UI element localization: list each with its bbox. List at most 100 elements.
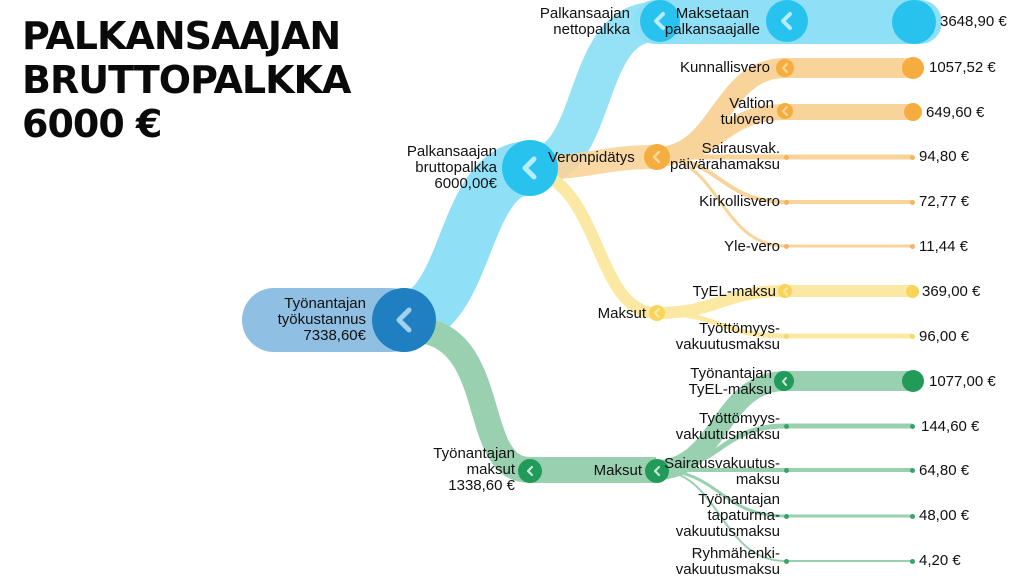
- tax-label-1-line2: tulovero: [720, 111, 774, 128]
- flow-tyottomyys: [655, 310, 912, 339]
- root-label: Työnantajan työkustannus 7338,60€: [278, 296, 366, 344]
- employer-payment-value-2: 64,80 €: [919, 462, 970, 479]
- employer-payment-label-4-line2: vakuutusmaksu: [675, 561, 780, 578]
- employer-payment-label-0-line1: Työnantajan: [690, 365, 772, 382]
- net-collapse-button[interactable]: [640, 0, 680, 42]
- employer-payment-value-0: 1077,00 €: [929, 373, 996, 390]
- root-collapse-button[interactable]: [372, 288, 436, 352]
- employer-fees-label: Maksut: [593, 462, 642, 479]
- tax-1-endcap: [904, 103, 922, 121]
- paid-label-line1: Maksetaan: [675, 5, 750, 22]
- employee-payment-1-start-dot: [784, 334, 789, 339]
- employer-payment-3-start-dot: [784, 514, 789, 519]
- employer-fees-collapse-button[interactable]: [645, 459, 669, 483]
- tax-value-4: 11,44 €: [919, 238, 968, 255]
- flow-employer-ryhmahenki: [655, 469, 912, 562]
- flow-employer-tyottomyys: [655, 423, 912, 473]
- tax-1-collapse-button[interactable]: [777, 103, 793, 119]
- employer-payment-label-0-line2: TyEL-maksu: [688, 381, 772, 398]
- gross-label-value: 6000,00€: [434, 175, 497, 192]
- tax-3-end-dot: [910, 200, 915, 205]
- tax-0-collapse-button[interactable]: [776, 59, 794, 77]
- employer-payment-0-collapse-button[interactable]: [774, 371, 794, 391]
- employer-payment-label-3-line3: vakuutusmaksu: [675, 523, 780, 540]
- tax-label-3: Kirkollisvero: [699, 194, 780, 210]
- employer-costs-label-line2: maksut: [466, 461, 515, 478]
- employer-payment-label-1-line2: vakuutusmaksu: [675, 426, 780, 443]
- employee-fees-label: Maksut: [597, 305, 646, 322]
- tax-3-start-dot: [784, 200, 789, 205]
- tax-label-3-line1: Kirkollisvero: [699, 193, 780, 210]
- employee-payment-0-collapse-button[interactable]: [778, 284, 792, 298]
- paid-collapse-button[interactable]: [766, 0, 808, 42]
- root-label-line2: työkustannus: [277, 311, 366, 328]
- net-label-line1: Palkansaajan: [539, 5, 630, 22]
- employer-payment-value-3: 48,00 €: [919, 507, 970, 524]
- tax-label-2-line2: päivärahamaksu: [669, 156, 780, 173]
- gross-collapse-button[interactable]: [502, 140, 558, 196]
- paid-label-line2: palkansaajalle: [664, 21, 760, 38]
- chevron-left-icon: [781, 376, 787, 386]
- employer-costs-collapse-button[interactable]: [518, 459, 542, 483]
- root-label-line1: Työnantajan: [284, 295, 366, 312]
- gross-label-line1: Palkansaajan: [406, 143, 497, 160]
- chevron-left-icon: [653, 308, 660, 318]
- paid-endcap: [892, 0, 936, 44]
- employee-payment-label-0-line1: TyEL-maksu: [692, 283, 776, 300]
- employer-payment-label-2-line1: Sairausvakuutus-: [664, 455, 780, 472]
- employee-payment-1-end-dot: [910, 334, 915, 339]
- flow-gross-to-employee-fees: [542, 169, 657, 319]
- paid-label: Maksetaan palkansaajalle: [665, 6, 760, 38]
- employer-payment-label-4: Ryhmähenki- vakuutusmaksu: [676, 546, 780, 578]
- employer-payment-label-3: Työnantajan tapaturma- vakuutusmaksu: [676, 492, 780, 540]
- flow-employer-tapaturma: [655, 468, 912, 518]
- employer-payment-label-2-line2: maksu: [735, 471, 780, 488]
- tax-4-start-dot: [784, 244, 789, 249]
- chevron-left-icon: [782, 286, 788, 296]
- employee-payment-label-1: Työttömyys- vakuutusmaksu: [676, 321, 780, 353]
- employer-payment-label-1-line1: Työttömyys-: [699, 410, 780, 427]
- title-line-1: PALKANSAAJAN: [22, 14, 341, 58]
- employer-payment-value-4: 4,20 €: [919, 552, 961, 569]
- employee-payment-value-1: 96,00 €: [919, 328, 970, 345]
- chevron-left-icon: [652, 150, 661, 164]
- employer-payment-2-end-dot: [910, 468, 915, 473]
- page-title: PALKANSAAJAN BRUTTOPALKKA 6000 €: [22, 14, 351, 146]
- employer-costs-label: Työnantajan maksut 1338,60 €: [433, 446, 515, 494]
- employer-payment-1-end-dot: [910, 424, 915, 429]
- gross-label: Palkansaajan bruttopalkka 6000,00€: [407, 144, 497, 192]
- employer-costs-label-value: 1338,60 €: [448, 477, 515, 494]
- tax-label-1: Valtion tulovero: [721, 96, 774, 128]
- flow-yle-vero: [655, 155, 912, 248]
- employee-payment-label-1-line2: vakuutusmaksu: [675, 336, 780, 353]
- withholding-label: Veronpidätys: [548, 149, 635, 166]
- employer-payment-3-end-dot: [910, 514, 915, 519]
- tax-label-4: Yle-vero: [724, 239, 780, 255]
- chevron-left-icon: [653, 465, 661, 477]
- tax-label-2: Sairausvak. päivärahamaksu: [670, 141, 780, 173]
- tax-label-0: Kunnallisvero: [680, 60, 770, 76]
- tax-label-0-line1: Kunnallisvero: [679, 59, 770, 76]
- title-line-2: BRUTTOPALKKA: [22, 58, 351, 102]
- withholding-collapse-button[interactable]: [644, 144, 670, 170]
- employee-payment-label-1-line1: Työttömyys-: [699, 320, 780, 337]
- employer-payment-label-4-line1: Ryhmähenki-: [691, 545, 780, 562]
- employee-fees-collapse-button[interactable]: [649, 305, 665, 321]
- employer-payment-4-start-dot: [784, 559, 789, 564]
- chevron-left-icon: [781, 63, 788, 73]
- title-line-3: 6000 €: [22, 102, 162, 146]
- chevron-left-icon: [396, 307, 412, 333]
- tax-value-0: 1057,52 €: [929, 59, 996, 76]
- employer-costs-label-line1: Työnantajan: [433, 445, 515, 462]
- chevron-left-icon: [781, 106, 788, 116]
- root-label-value: 7338,60€: [303, 327, 366, 344]
- employer-payment-label-3-line2: tapaturma-: [707, 507, 780, 524]
- gross-label-line2: bruttopalkka: [415, 159, 497, 176]
- chevron-left-icon: [526, 465, 534, 477]
- employer-payment-1-start-dot: [784, 424, 789, 429]
- employee-payment-value-0: 369,00 €: [922, 283, 981, 300]
- tax-value-3: 72,77 €: [919, 193, 970, 210]
- flow-kirkollisvero: [655, 155, 912, 204]
- employer-payment-4-end-dot: [910, 559, 915, 564]
- employer-payment-label-2: Sairausvakuutus- maksu: [664, 456, 780, 488]
